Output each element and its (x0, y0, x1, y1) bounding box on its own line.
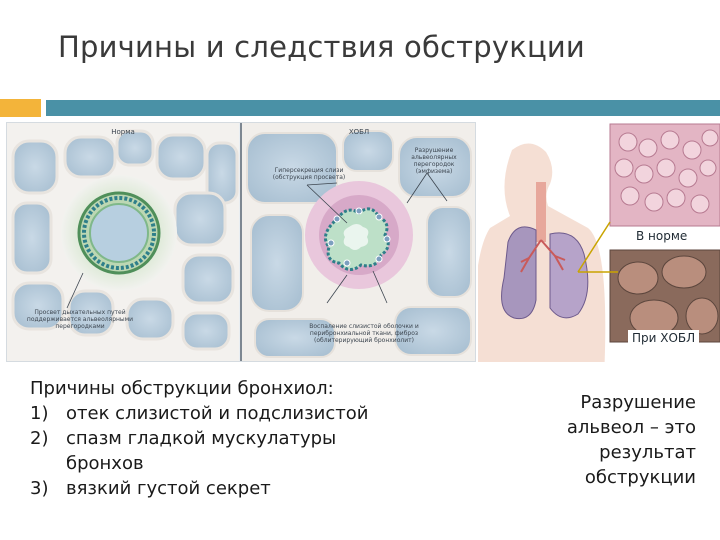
accent-bar (46, 100, 720, 116)
micro-illustration: Норма ХОБЛ Просвет дыхательных путей под… (6, 122, 476, 362)
body-silhouette (478, 143, 605, 362)
label-in-norm: В норме (632, 228, 691, 244)
cause-item: 1) отек слизистой и подслизистой (30, 401, 396, 426)
anatomy-illustration: В норме При ХОБЛ (478, 122, 720, 362)
cause-number: 2) (30, 426, 66, 476)
annotation-inflammation-fibrosis: Воспаление слизистой оболочки и периброн… (299, 323, 429, 344)
label-copd: ХОБЛ (339, 129, 379, 136)
label-normal: Норма (103, 129, 143, 136)
result-text: Разрушение альвеол – это результат обстр… (540, 390, 696, 490)
cause-text: спазм гладкой мускулатуры бронхов (66, 426, 396, 476)
annotation-mucus-hypersecretion: Гиперсекреция слизи (обструкция просвета… (269, 167, 349, 181)
bronchiole-copd (305, 181, 413, 289)
panel-divider (240, 123, 242, 361)
accent-square (0, 99, 41, 117)
bronchiole-normal (61, 175, 177, 291)
annotation-airway-support: Просвет дыхательных путей поддерживается… (25, 309, 135, 330)
result-line: результат (540, 440, 696, 465)
result-line: Разрушение (540, 390, 696, 415)
result-line: альвеол – это (540, 415, 696, 440)
label-in-copd: При ХОБЛ (628, 330, 699, 346)
cause-text: отек слизистой и подслизистой (66, 401, 368, 426)
slide-title: Причины и следствия обструкции (58, 30, 585, 64)
trachea (536, 182, 546, 242)
cause-item: 2) спазм гладкой мускулатуры бронхов (30, 426, 396, 476)
causes-heading: Причины обструкции бронхиол: (30, 376, 396, 401)
cause-number: 1) (30, 401, 66, 426)
cause-text: вязкий густой секрет (66, 476, 271, 501)
result-line: обструкции (540, 465, 696, 490)
causes-list: Причины обструкции бронхиол: 1) отек сли… (30, 376, 396, 501)
annotation-septa-destruction: Разрушение альвеолярных перегородок (эмф… (399, 147, 469, 175)
cause-number: 3) (30, 476, 66, 501)
cause-item: 3) вязкий густой секрет (30, 476, 396, 501)
